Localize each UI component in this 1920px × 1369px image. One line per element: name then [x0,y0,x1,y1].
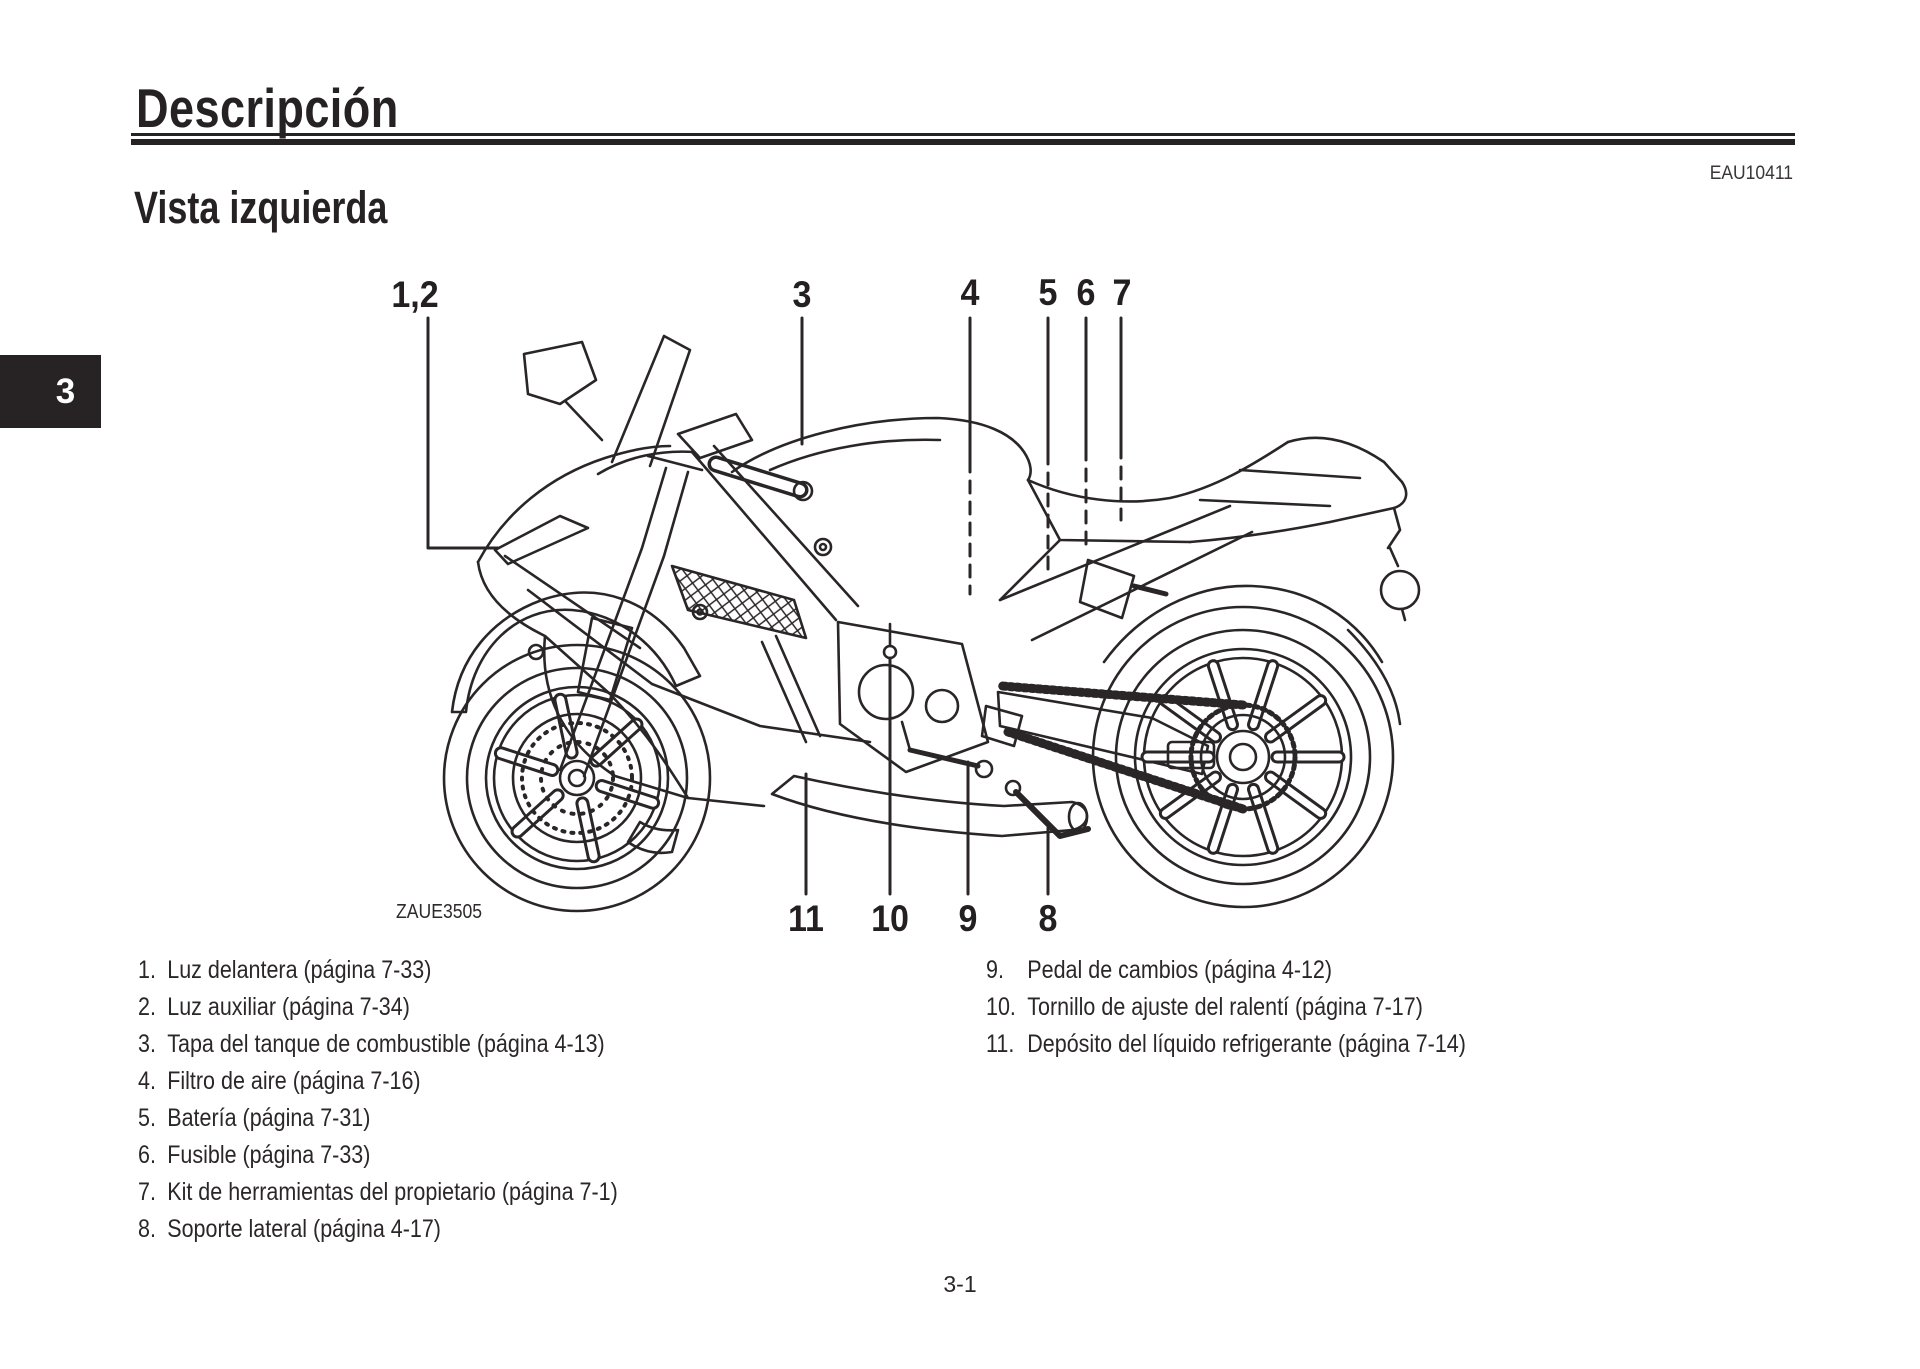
legend-list-left: 1. Luz delantera (página 7-33) 2. Luz auxi… [138,952,618,1248]
legend-item-text: Luz auxiliar (página 7-34) [167,993,410,1021]
callout-label-6: 6 [1076,272,1096,313]
legend-item-number: 10. [986,993,1016,1021]
chain-and-sprocket [997,681,1298,814]
legend-item: 1. Luz delantera (página 7-33) [138,952,618,989]
legend-item-text: Tornillo de ajuste del ralentí (página 7… [1027,993,1423,1021]
front-brake-caliper [626,820,680,855]
front-fork [558,466,690,778]
legend-item: 2. Luz auxiliar (página 7-34) [138,989,618,1026]
windscreen [596,334,696,476]
callout-label-9: 9 [958,898,978,939]
legend-item-number: 5. [138,1104,156,1132]
page-title: Descripción [136,77,399,139]
figure-code: ZAUE3505 [396,901,483,923]
legend-item-number: 4. [138,1067,156,1095]
fuel-tank [730,416,1032,482]
front-wheel [442,643,712,913]
legend-item-text: Fusible (página 7-33) [167,1141,371,1169]
legend-item-text: Tapa del tanque de combustible (página 4… [167,1030,605,1058]
legend-item: 11. Depósito del líquido refrigerante (pá… [986,1026,1466,1063]
legend-item-number: 1. [138,956,156,984]
engine [760,620,990,774]
legend-item-number: 3. [138,1030,156,1058]
legend-item-text: Soporte lateral (página 4-17) [167,1215,441,1243]
title-rule-thin [131,133,1795,136]
callout-label-7: 7 [1112,272,1132,313]
legend-item-number: 8. [138,1215,156,1243]
rear-fender [1102,584,1402,726]
legend-item: 10. Tornillo de ajuste del ralentí (págin… [986,989,1466,1026]
callout-label-1-2: 1,2 [391,274,439,315]
handlebar [646,412,814,502]
exhaust [770,774,1089,838]
callout-label-8: 8 [1038,898,1058,939]
page-number: 3-1 [943,1271,977,1297]
legend-item-number: 7. [138,1178,156,1206]
legend-item: 5. Batería (página 7-31) [138,1100,618,1137]
callout-label-3: 3 [792,274,812,315]
legend-item-text: Batería (página 7-31) [167,1104,371,1132]
chapter-tab: 3 [0,355,101,428]
leader-lines [426,316,1123,896]
legend-item: 9. Pedal de cambios (página 4-12) [986,952,1466,989]
front-fairing [476,444,872,808]
doc-code: EAU10411 [1709,163,1793,184]
legend-item: 6. Fusible (página 7-33) [138,1137,618,1174]
legend-item-text: Kit de herramientas del propietario (pág… [167,1178,618,1206]
idle-screw [882,622,898,660]
legend-item: 7. Kit de herramientas del propietario (p… [138,1174,618,1211]
legend-item-number: 11. [986,1030,1015,1058]
callout-label-11: 11 [788,898,824,939]
rear-view-mirror [522,340,604,442]
callout-label-5: 5 [1038,272,1058,313]
rear-wheel [1091,605,1395,909]
rear-turn-signal [1379,506,1421,622]
legend-item-text: Filtro de aire (página 7-16) [167,1067,421,1095]
callout-label-10: 10 [871,898,909,939]
fairing-vent-mesh [670,564,808,640]
legend-item-number: 9. [986,956,1004,984]
legend-item: 8. Soporte lateral (página 4-17) [138,1211,618,1248]
legend-item: 4. Filtro de aire (página 7-16) [138,1063,618,1100]
legend-item-number: 2. [138,993,156,1021]
headlight [493,514,590,566]
legend-item-text: Depósito del líquido refrigerante (págin… [1027,1030,1466,1058]
brake-lever [646,454,704,472]
callout-label-4: 4 [960,272,980,313]
legend-list-right: 9. Pedal de cambios (página 4-12) 10. Torn… [986,952,1466,1063]
legend-item: 3. Tapa del tanque de combustible (página… [138,1026,618,1063]
legend-item-number: 6. [138,1141,156,1169]
section-title: Vista izquierda [134,182,388,233]
legend-item-text: Pedal de cambios (página 4-12) [1027,956,1333,984]
title-rule-thick [131,139,1795,145]
side-stand [1004,779,1091,839]
legend-item-text: Luz delantera (página 7-33) [167,956,432,984]
